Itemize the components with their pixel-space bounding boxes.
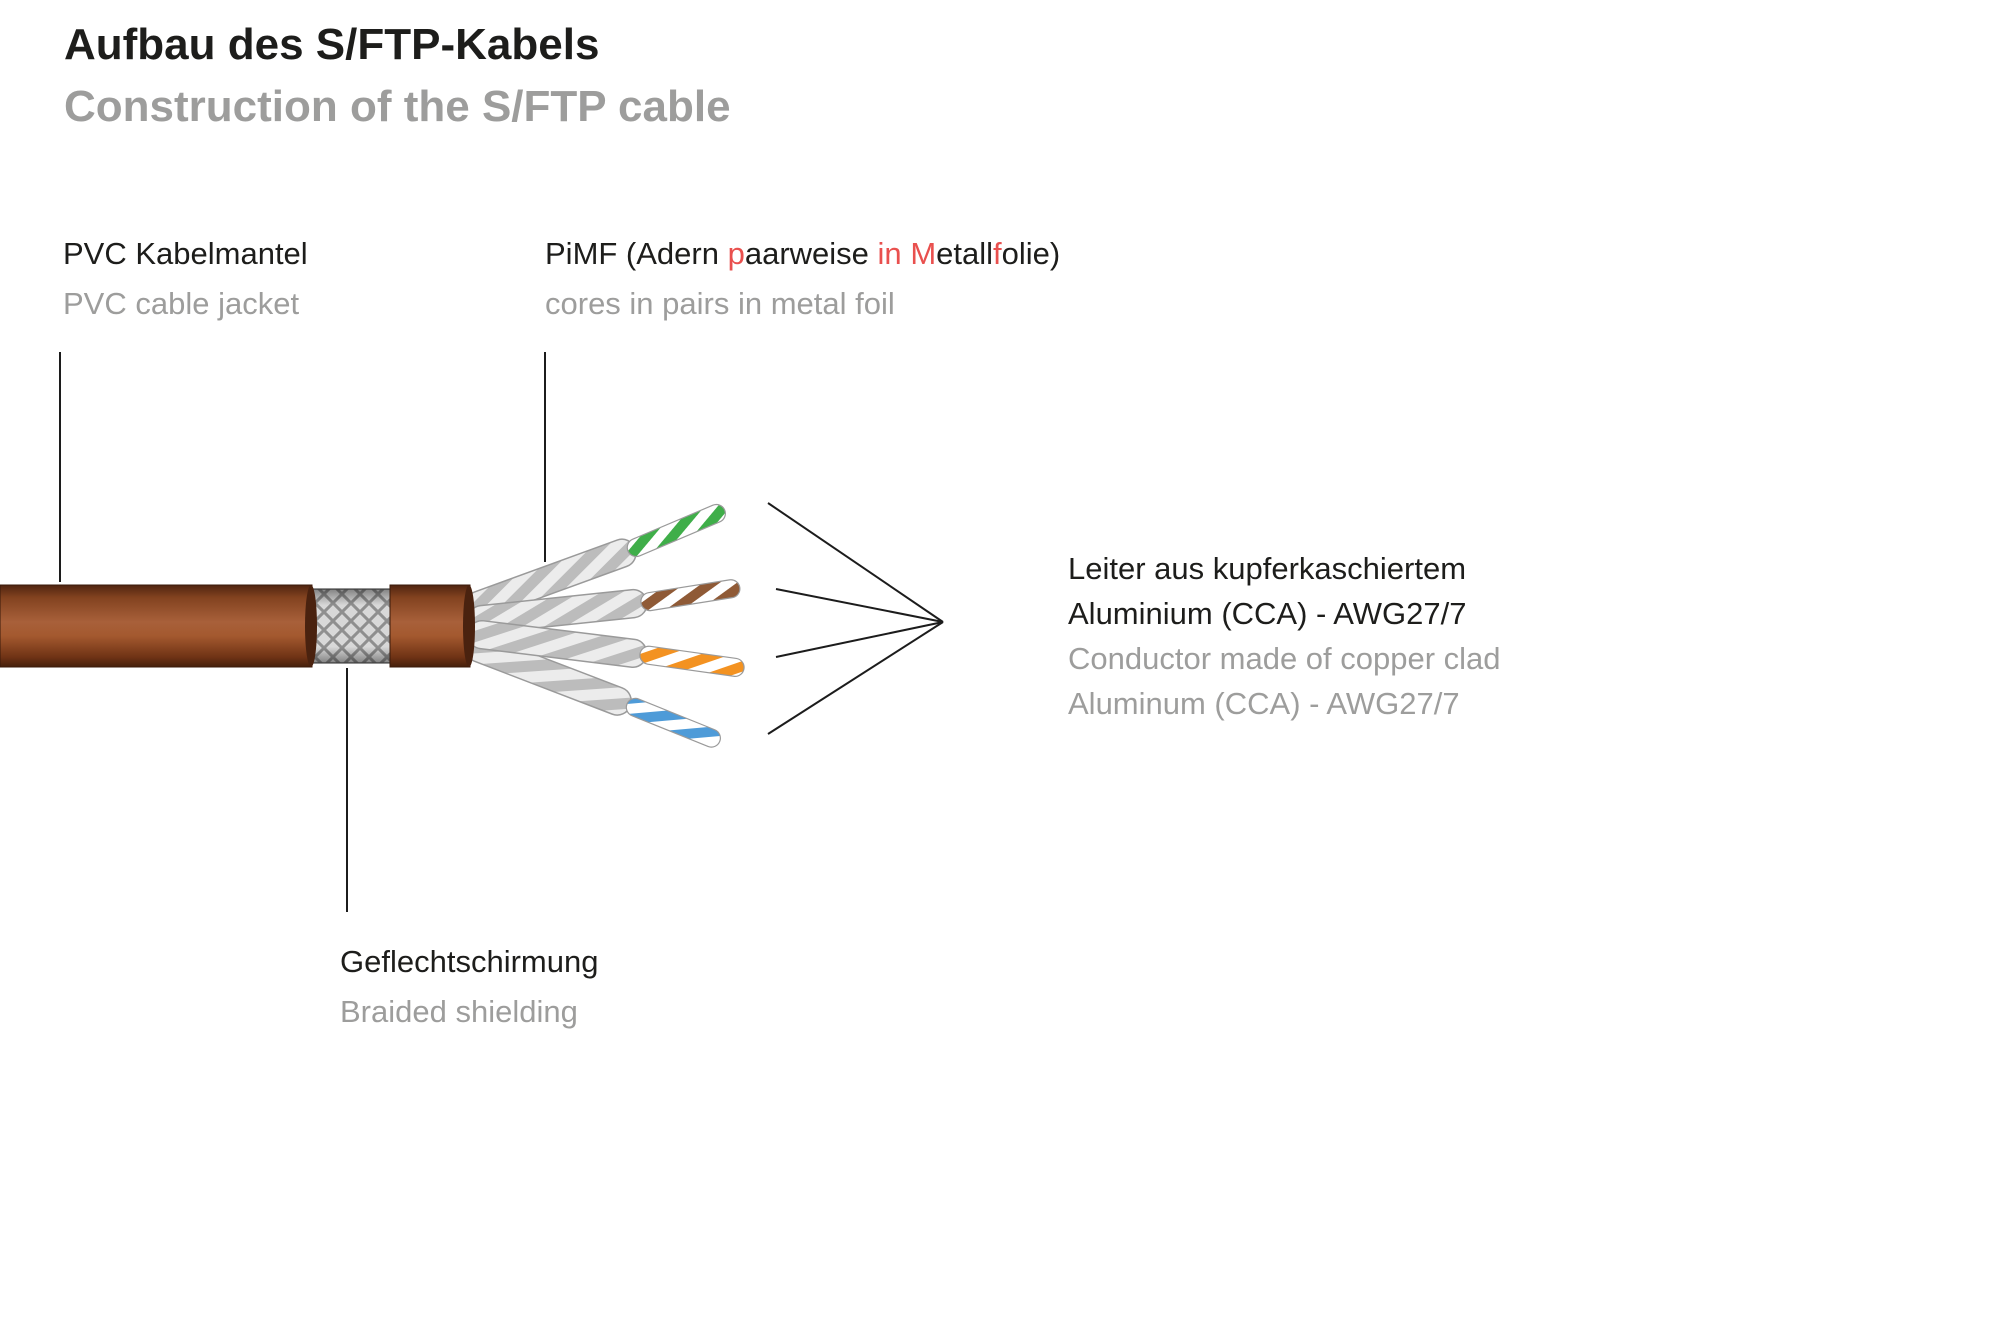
page-title: Aufbau des S/FTP-Kabels [64, 20, 600, 69]
label-pimf: PiMF (Adern paarweise in Metallfolie) co… [545, 236, 1060, 322]
leader-lines [59, 352, 944, 912]
pimf-red-letter: p [727, 236, 745, 271]
label-braid: Geflechtschirmung Braided shielding [340, 944, 598, 1030]
label-conductor-en1: Conductor made of copper clad [1068, 641, 1501, 676]
fan-line-brown [775, 588, 944, 623]
fan-line-orange [775, 621, 944, 658]
label-conductor-en2: Aluminum (CCA) - AWG27/7 [1068, 686, 1460, 721]
label-braid-de: Geflechtschirmung [340, 944, 599, 979]
label-conductor-de2: Aluminium (CCA) - AWG27/7 [1068, 596, 1467, 631]
pvc-jacket [0, 584, 317, 668]
braided-shield [305, 588, 395, 664]
fan-line-green [767, 502, 944, 623]
label-conductor: Leiter aus kupferkaschiertem Aluminium (… [1068, 546, 1501, 726]
header: Aufbau des S/FTP-Kabels Construction of … [64, 20, 731, 132]
pvc-jacket-ring [389, 584, 475, 668]
pimf-seg: aarweise [744, 236, 878, 271]
pimf-seg: olie) [1001, 236, 1061, 271]
foil-pairs [464, 538, 648, 716]
label-pimf-en: cores in pairs in metal foil [545, 286, 895, 321]
twisted-pair-brown [640, 579, 741, 612]
pimf-seg: etall [936, 236, 994, 271]
label-pimf-de: PiMF (Adern paarweise in Metallfolie) [545, 236, 1060, 272]
twisted-pairs [625, 503, 745, 748]
pimf-seg: PiMF (Adern [545, 236, 728, 271]
fan-line-blue [767, 621, 944, 735]
label-pvc-jacket: PVC Kabelmantel PVC cable jacket [63, 236, 308, 322]
twisted-pair-orange [639, 645, 745, 677]
pimf-red-letter: f [993, 236, 1002, 271]
pimf-red-letter: M [910, 236, 937, 271]
page-subtitle: Construction of the S/FTP cable [64, 82, 731, 131]
twisted-pair-green [626, 503, 726, 558]
label-braid-en: Braided shielding [340, 994, 578, 1029]
label-conductor-de1: Leiter aus kupferkaschiertem [1068, 551, 1467, 586]
label-pvc-jacket-en: PVC cable jacket [63, 286, 300, 321]
label-pvc-jacket-de: PVC Kabelmantel [63, 236, 308, 271]
pimf-red-letter: in [877, 236, 902, 271]
twisted-pair-blue [625, 697, 721, 748]
